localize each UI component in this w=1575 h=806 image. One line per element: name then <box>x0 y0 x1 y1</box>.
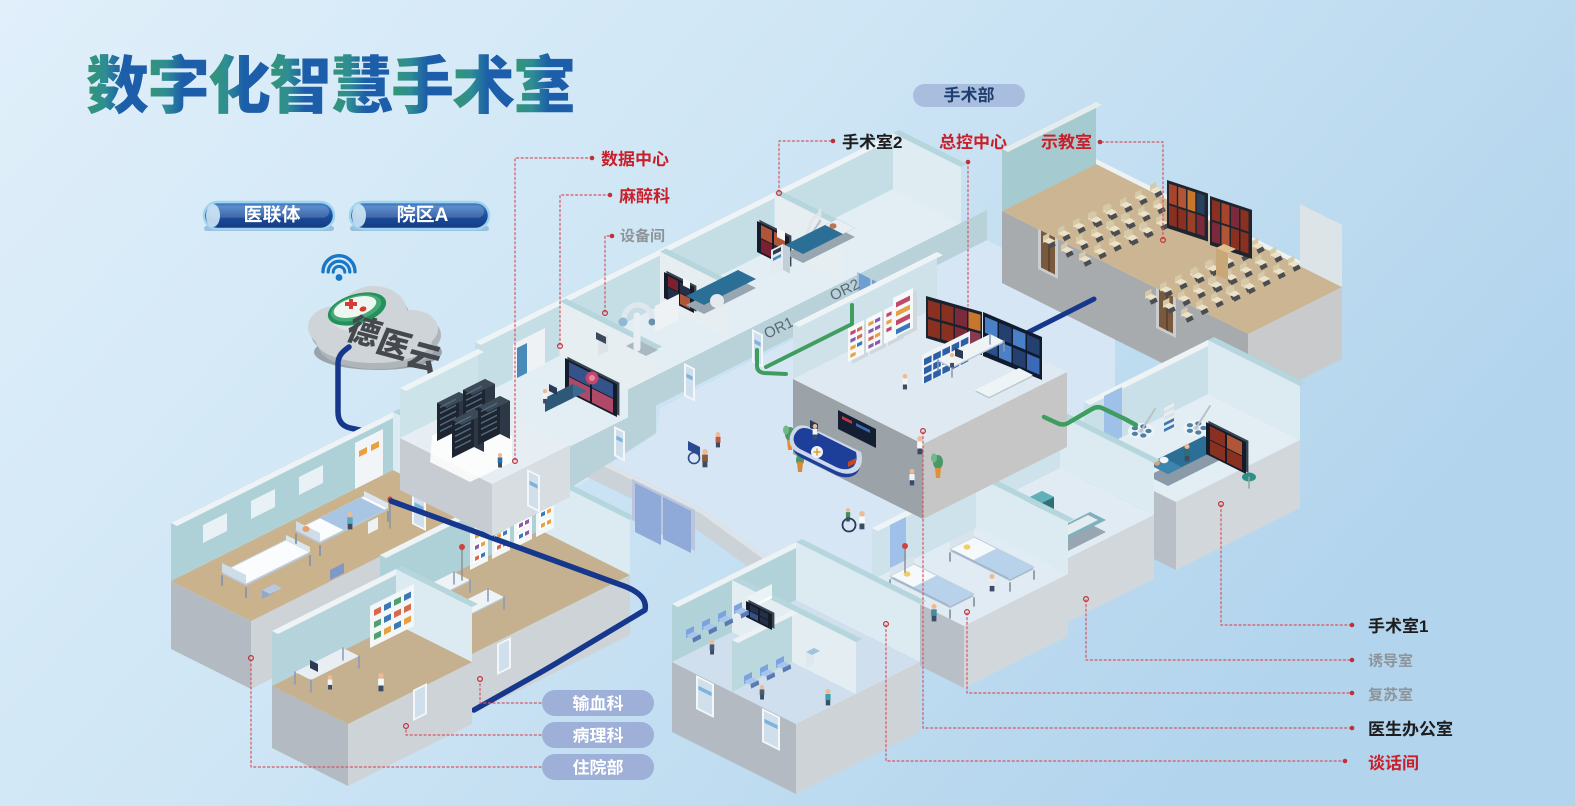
svg-text:A: A <box>435 205 449 226</box>
svg-text:1: 1 <box>1419 617 1428 636</box>
svg-text:2: 2 <box>893 133 902 152</box>
